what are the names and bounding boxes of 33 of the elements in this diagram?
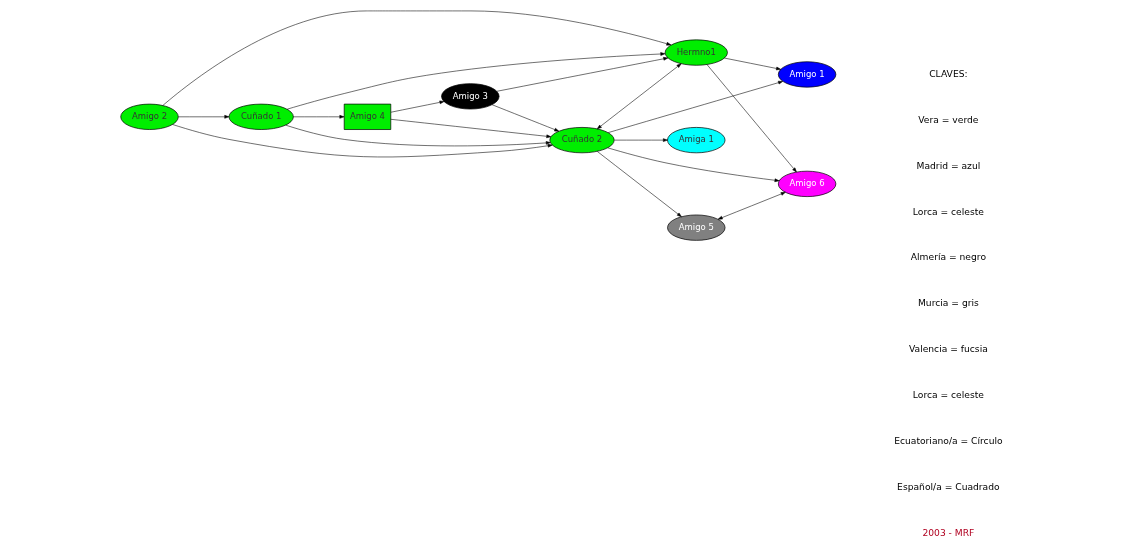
arrow: [706, 64, 797, 173]
arrow: [596, 63, 682, 130]
arrow: [178, 115, 230, 119]
label: Lorca = celeste: [912, 205, 984, 217]
label: 2003 - MRF: [922, 526, 975, 538]
label: Almería = negro: [910, 251, 986, 263]
arrow: [596, 151, 682, 217]
node-ellipse: Amiga 1: [667, 127, 726, 154]
label: Vera = verde: [918, 113, 979, 125]
label: Español/a = Cuadrado: [897, 480, 1000, 492]
arrow: [390, 100, 445, 113]
arrow: [607, 80, 783, 133]
arrow: [390, 119, 552, 139]
label: Murcia = gris: [917, 297, 979, 309]
node-ellipse: Cuñado 1: [228, 103, 294, 130]
label: Ecuatoriano/a = Círculo: [894, 435, 1003, 446]
label: Madrid = azul: [916, 159, 981, 171]
label: Lorca = celeste: [912, 389, 984, 401]
arrow: [285, 124, 551, 147]
node-box: Amigo 4: [343, 103, 392, 130]
arrow: [717, 192, 786, 220]
arrow: [496, 57, 669, 92]
arrow: [286, 52, 666, 110]
arrow: [607, 147, 780, 182]
arrow: [491, 104, 560, 132]
arrow: [724, 57, 781, 71]
arrow: [614, 138, 668, 142]
label: CLAVES:: [929, 67, 968, 79]
arrow: [293, 115, 345, 119]
label: Valencia = fucsia: [908, 343, 988, 355]
arrow: [172, 124, 553, 158]
arrow: [162, 10, 672, 106]
node-ellipse: Amigo 2: [120, 103, 179, 130]
